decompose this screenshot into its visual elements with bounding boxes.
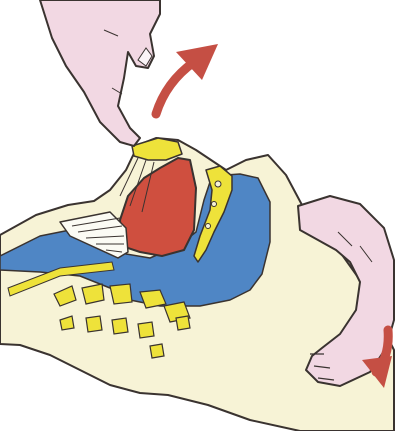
upper-arrow-shaft (156, 62, 194, 114)
vertebra (176, 316, 190, 330)
arrow-up-right-icon (156, 44, 218, 114)
vertebra (112, 318, 128, 334)
jaw-bone-hole (206, 224, 211, 229)
vertebra (82, 284, 104, 304)
vertebra (110, 284, 132, 304)
hard-palate (132, 138, 182, 160)
jaw-bone-hole (212, 202, 217, 207)
vertebra (86, 316, 102, 332)
top-hand (40, 0, 160, 146)
hand-lifting-chin-icon (40, 0, 160, 146)
vertebra (150, 344, 164, 358)
jaw-bone-hole (215, 181, 221, 187)
vertebra (138, 322, 154, 338)
